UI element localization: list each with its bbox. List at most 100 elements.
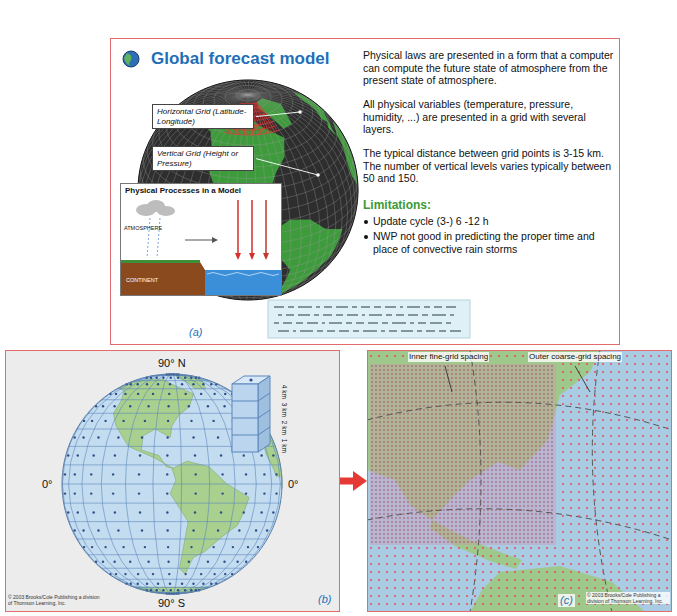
fine-grid-point [387, 517, 388, 518]
fine-grid-point [411, 489, 412, 490]
fine-grid-point [451, 537, 452, 538]
coarse-grid-point [570, 475, 572, 477]
fine-grid-point [435, 417, 436, 418]
fine-grid-point [391, 489, 392, 490]
grid-point [272, 454, 274, 456]
fine-grid-point [451, 429, 452, 430]
nested-grid-map [367, 350, 672, 612]
fine-grid-point [411, 473, 412, 474]
fine-grid-point [411, 509, 412, 510]
fine-grid-point [419, 537, 420, 538]
fine-grid-point [411, 485, 412, 486]
coarse-grid-point [642, 387, 644, 389]
fine-grid-point [407, 537, 408, 538]
grid-point [184, 573, 186, 575]
coarse-grid-point [658, 355, 660, 357]
map-graticule [592, 350, 612, 612]
fine-grid-point [455, 385, 456, 386]
fine-grid-point [399, 469, 400, 470]
fine-grid-point [403, 445, 404, 446]
fine-grid-point [375, 473, 376, 474]
coarse-grid-point [378, 595, 380, 597]
fine-grid-point [443, 409, 444, 410]
fine-grid-point [387, 445, 388, 446]
fine-grid-point [423, 429, 424, 430]
fine-grid-point [387, 473, 388, 474]
fine-grid-point [459, 377, 460, 378]
fine-grid-point [419, 541, 420, 542]
fine-grid-point [467, 405, 468, 406]
grid-point [83, 420, 85, 422]
fine-grid-point [387, 389, 388, 390]
fine-grid-point [415, 417, 416, 418]
coarse-grid-point [658, 483, 660, 485]
fine-grid-point [439, 385, 440, 386]
coarse-grid-point [490, 563, 492, 565]
fine-grid-point [391, 429, 392, 430]
grid-point [255, 529, 257, 531]
coarse-grid-point [626, 579, 628, 581]
grid-point [260, 454, 262, 456]
coarse-grid-point [642, 475, 644, 477]
coarse-grid-point [610, 483, 612, 485]
grid-point [147, 561, 149, 563]
coarse-grid-point [594, 539, 596, 541]
fine-grid-point [447, 425, 448, 426]
coarse-grid-point [562, 539, 564, 541]
fine-grid-point [411, 409, 412, 410]
fine-grid-point [399, 413, 400, 414]
coarse-grid-point [642, 379, 644, 381]
grid-point [245, 561, 247, 563]
fine-grid-point [407, 393, 408, 394]
fine-grid-point [451, 425, 452, 426]
fine-grid-point [463, 373, 464, 374]
grid-point [169, 383, 171, 385]
fine-grid-point [411, 525, 412, 526]
fine-grid-point [395, 533, 396, 534]
fine-grid-point [403, 521, 404, 522]
coarse-grid-point [618, 371, 620, 373]
fine-grid-point [403, 541, 404, 542]
fine-grid-point [415, 405, 416, 406]
fine-grid-point [387, 441, 388, 442]
coarse-grid-point [594, 579, 596, 581]
fine-grid-point [403, 517, 404, 518]
fine-grid-point [459, 437, 460, 438]
fine-grid-point [439, 417, 440, 418]
fine-grid-point [447, 405, 448, 406]
fine-grid-point [375, 373, 376, 374]
fine-grid-point [411, 461, 412, 462]
fine-grid-point [435, 537, 436, 538]
fine-grid-point [419, 413, 420, 414]
fine-grid-point [439, 541, 440, 542]
fine-grid-point [411, 401, 412, 402]
fine-grid-point [467, 485, 468, 486]
fine-grid-point [419, 513, 420, 514]
fine-grid-point [407, 485, 408, 486]
coarse-grid-point [562, 451, 564, 453]
coarse-grid-point [650, 403, 652, 405]
fine-grid-point [411, 513, 412, 514]
coarse-grid-point [658, 539, 660, 541]
coarse-grid-point [578, 595, 580, 597]
grid-point [104, 546, 106, 548]
coarse-grid-point [562, 587, 564, 589]
fine-grid-point [411, 541, 412, 542]
fine-grid-point [455, 369, 456, 370]
fine-grid-point [383, 413, 384, 414]
fine-grid-point [371, 401, 372, 402]
coarse-grid-point [618, 395, 620, 397]
coarse-grid-point [538, 595, 540, 597]
fine-grid-point [379, 433, 380, 434]
fine-grid-point [403, 525, 404, 526]
fine-grid-point [435, 509, 436, 510]
fine-grid-point [435, 493, 436, 494]
fine-grid-point [391, 521, 392, 522]
fine-grid-point [391, 505, 392, 506]
fine-grid-point [435, 401, 436, 402]
fine-grid-point [395, 449, 396, 450]
fine-grid-point [459, 489, 460, 490]
coarse-grid-point [442, 563, 444, 565]
fine-grid-point [459, 485, 460, 486]
coarse-grid-point [522, 355, 524, 357]
